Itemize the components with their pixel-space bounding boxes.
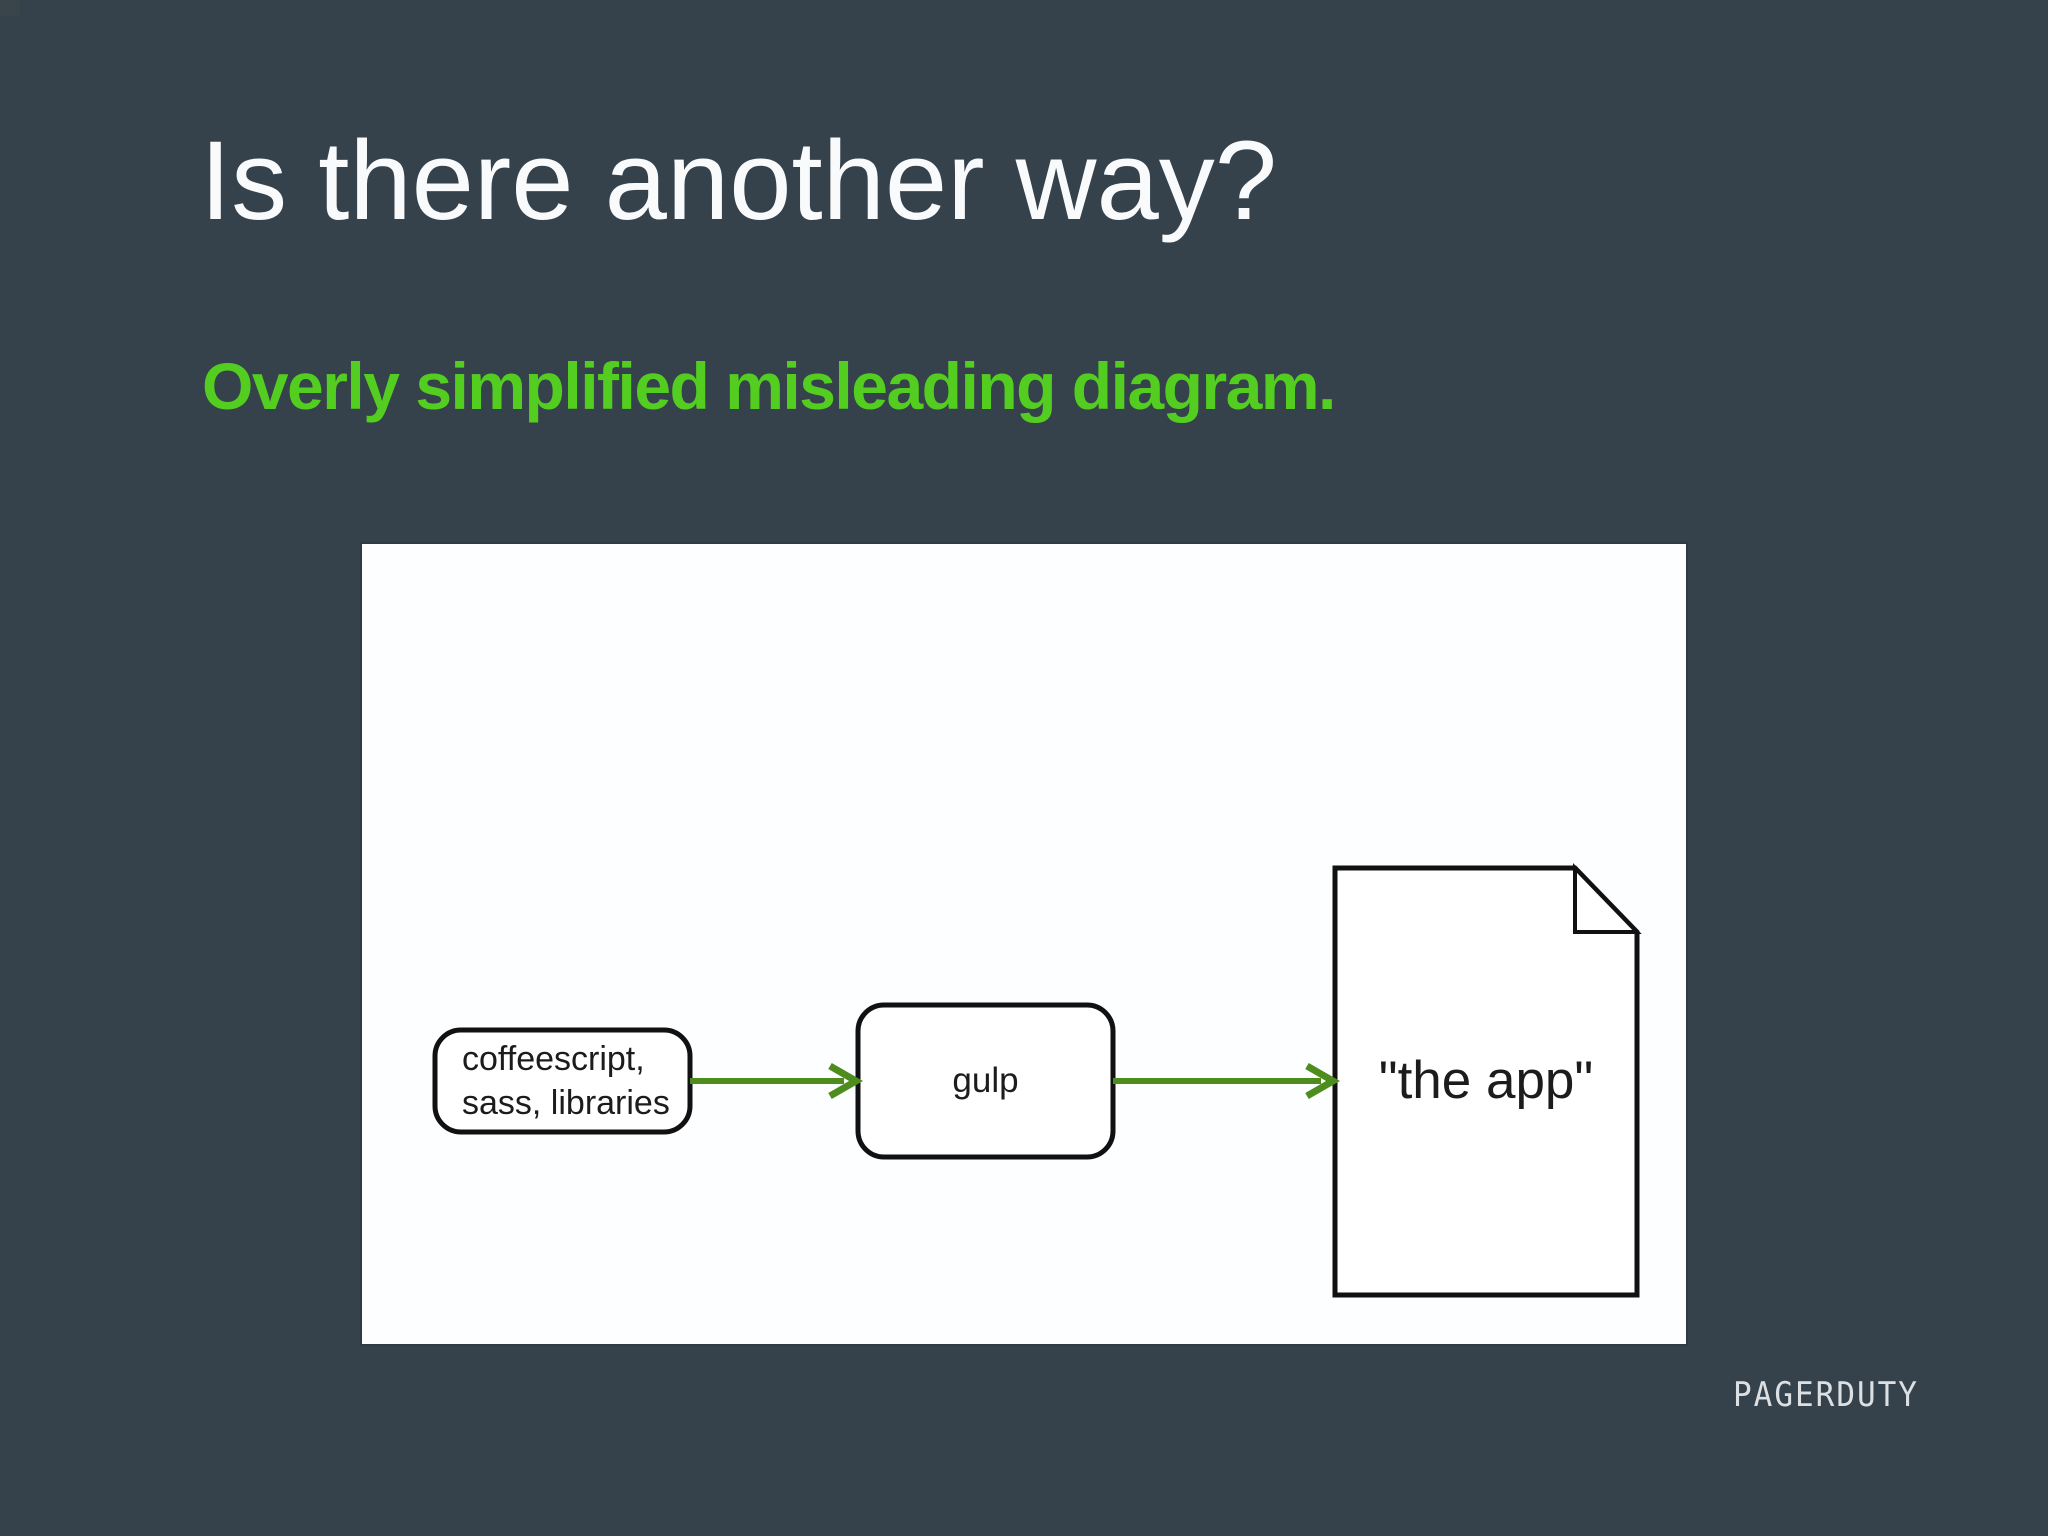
edge-gulp-app-arrowhead-icon: [1305, 1062, 1341, 1100]
edge-sources-gulp-arrowhead-icon: [828, 1062, 864, 1100]
node-gulp-label: gulp: [952, 1061, 1019, 1100]
diagram-panel: coffeescript, sass, libraries gulp "the …: [360, 542, 1688, 1346]
corner-patch: [0, 0, 20, 16]
node-sources-label: coffeescript, sass, libraries: [462, 1040, 670, 1122]
node-app-label: "the app": [1378, 1051, 1594, 1110]
flow-diagram: [432, 863, 1642, 1298]
slide-title: Is there another way?: [200, 118, 1278, 243]
pagerduty-logo: PAGERDUTY: [1733, 1376, 1919, 1415]
slide-subtitle: Overly simplified misleading diagram.: [202, 349, 1336, 423]
node-app-document-shape: [1332, 865, 1640, 1298]
document-dogear-fold: [1573, 863, 1642, 934]
